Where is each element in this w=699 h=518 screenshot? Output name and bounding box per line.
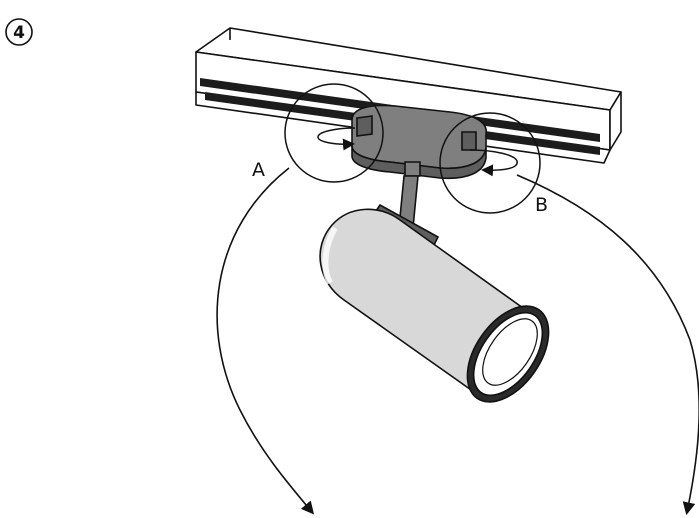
swing-arcs [216,167,699,516]
step-number: 4 [13,23,25,43]
rotation-arrow-icon [469,149,518,177]
callout-circles [284,83,541,214]
swing-arc-left [216,167,315,515]
callout-circle-b [439,112,541,214]
swing-arc-right [516,174,699,516]
spotlight-head [319,204,550,403]
callout-label-a: A [252,159,265,181]
rotation-arrow-icon [317,127,356,151]
callout-circle-a [284,83,384,183]
track-adapter [351,104,487,180]
rotation-arrows [317,127,518,177]
step-number-circle [5,18,33,46]
callout-label-b: B [535,194,548,216]
step-number-badge: 4 [5,18,33,46]
